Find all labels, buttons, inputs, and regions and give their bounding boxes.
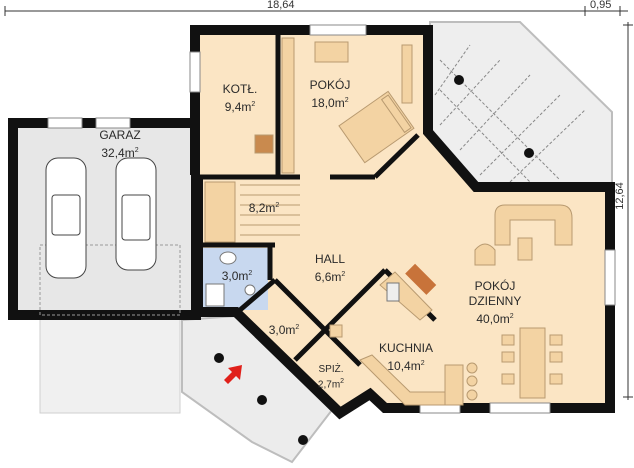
dimension-lines <box>4 6 633 400</box>
entrance-arrow-icon <box>224 365 242 384</box>
cars <box>45 157 157 279</box>
dimension-extra: 0,95 <box>590 0 612 11</box>
windows <box>47 24 616 414</box>
sofa <box>494 204 573 246</box>
room-pantry: SPIŻ.2,7m2 <box>317 364 345 391</box>
room-stairs: 8,2m2 <box>248 201 280 215</box>
dimension-height: 12,64 <box>613 182 626 210</box>
bathroom-fixtures <box>205 251 256 307</box>
shelf <box>401 44 413 104</box>
room-bathroom: 3,0m2 <box>221 269 253 283</box>
toilet-icon <box>219 251 237 265</box>
room-vestibule: 3,0m2 <box>268 323 300 337</box>
room-boiler: KOTŁ.9,4m2 <box>222 82 258 114</box>
stairs <box>240 184 300 236</box>
dining-table <box>519 327 546 399</box>
garage <box>8 118 201 320</box>
bed-icon <box>338 90 415 164</box>
stove-icon <box>386 282 400 302</box>
pergola-beams <box>434 44 586 183</box>
car-icon <box>45 157 87 279</box>
boiler <box>254 134 274 154</box>
car-icon <box>115 157 157 271</box>
house-interior <box>195 30 610 413</box>
fireplace-icon <box>405 263 437 295</box>
dimension-width: 18,64 <box>267 0 295 11</box>
driveway <box>39 317 181 414</box>
fridge <box>329 324 343 338</box>
exterior-walls <box>190 25 615 420</box>
desk <box>314 41 349 63</box>
furniture <box>204 37 573 406</box>
